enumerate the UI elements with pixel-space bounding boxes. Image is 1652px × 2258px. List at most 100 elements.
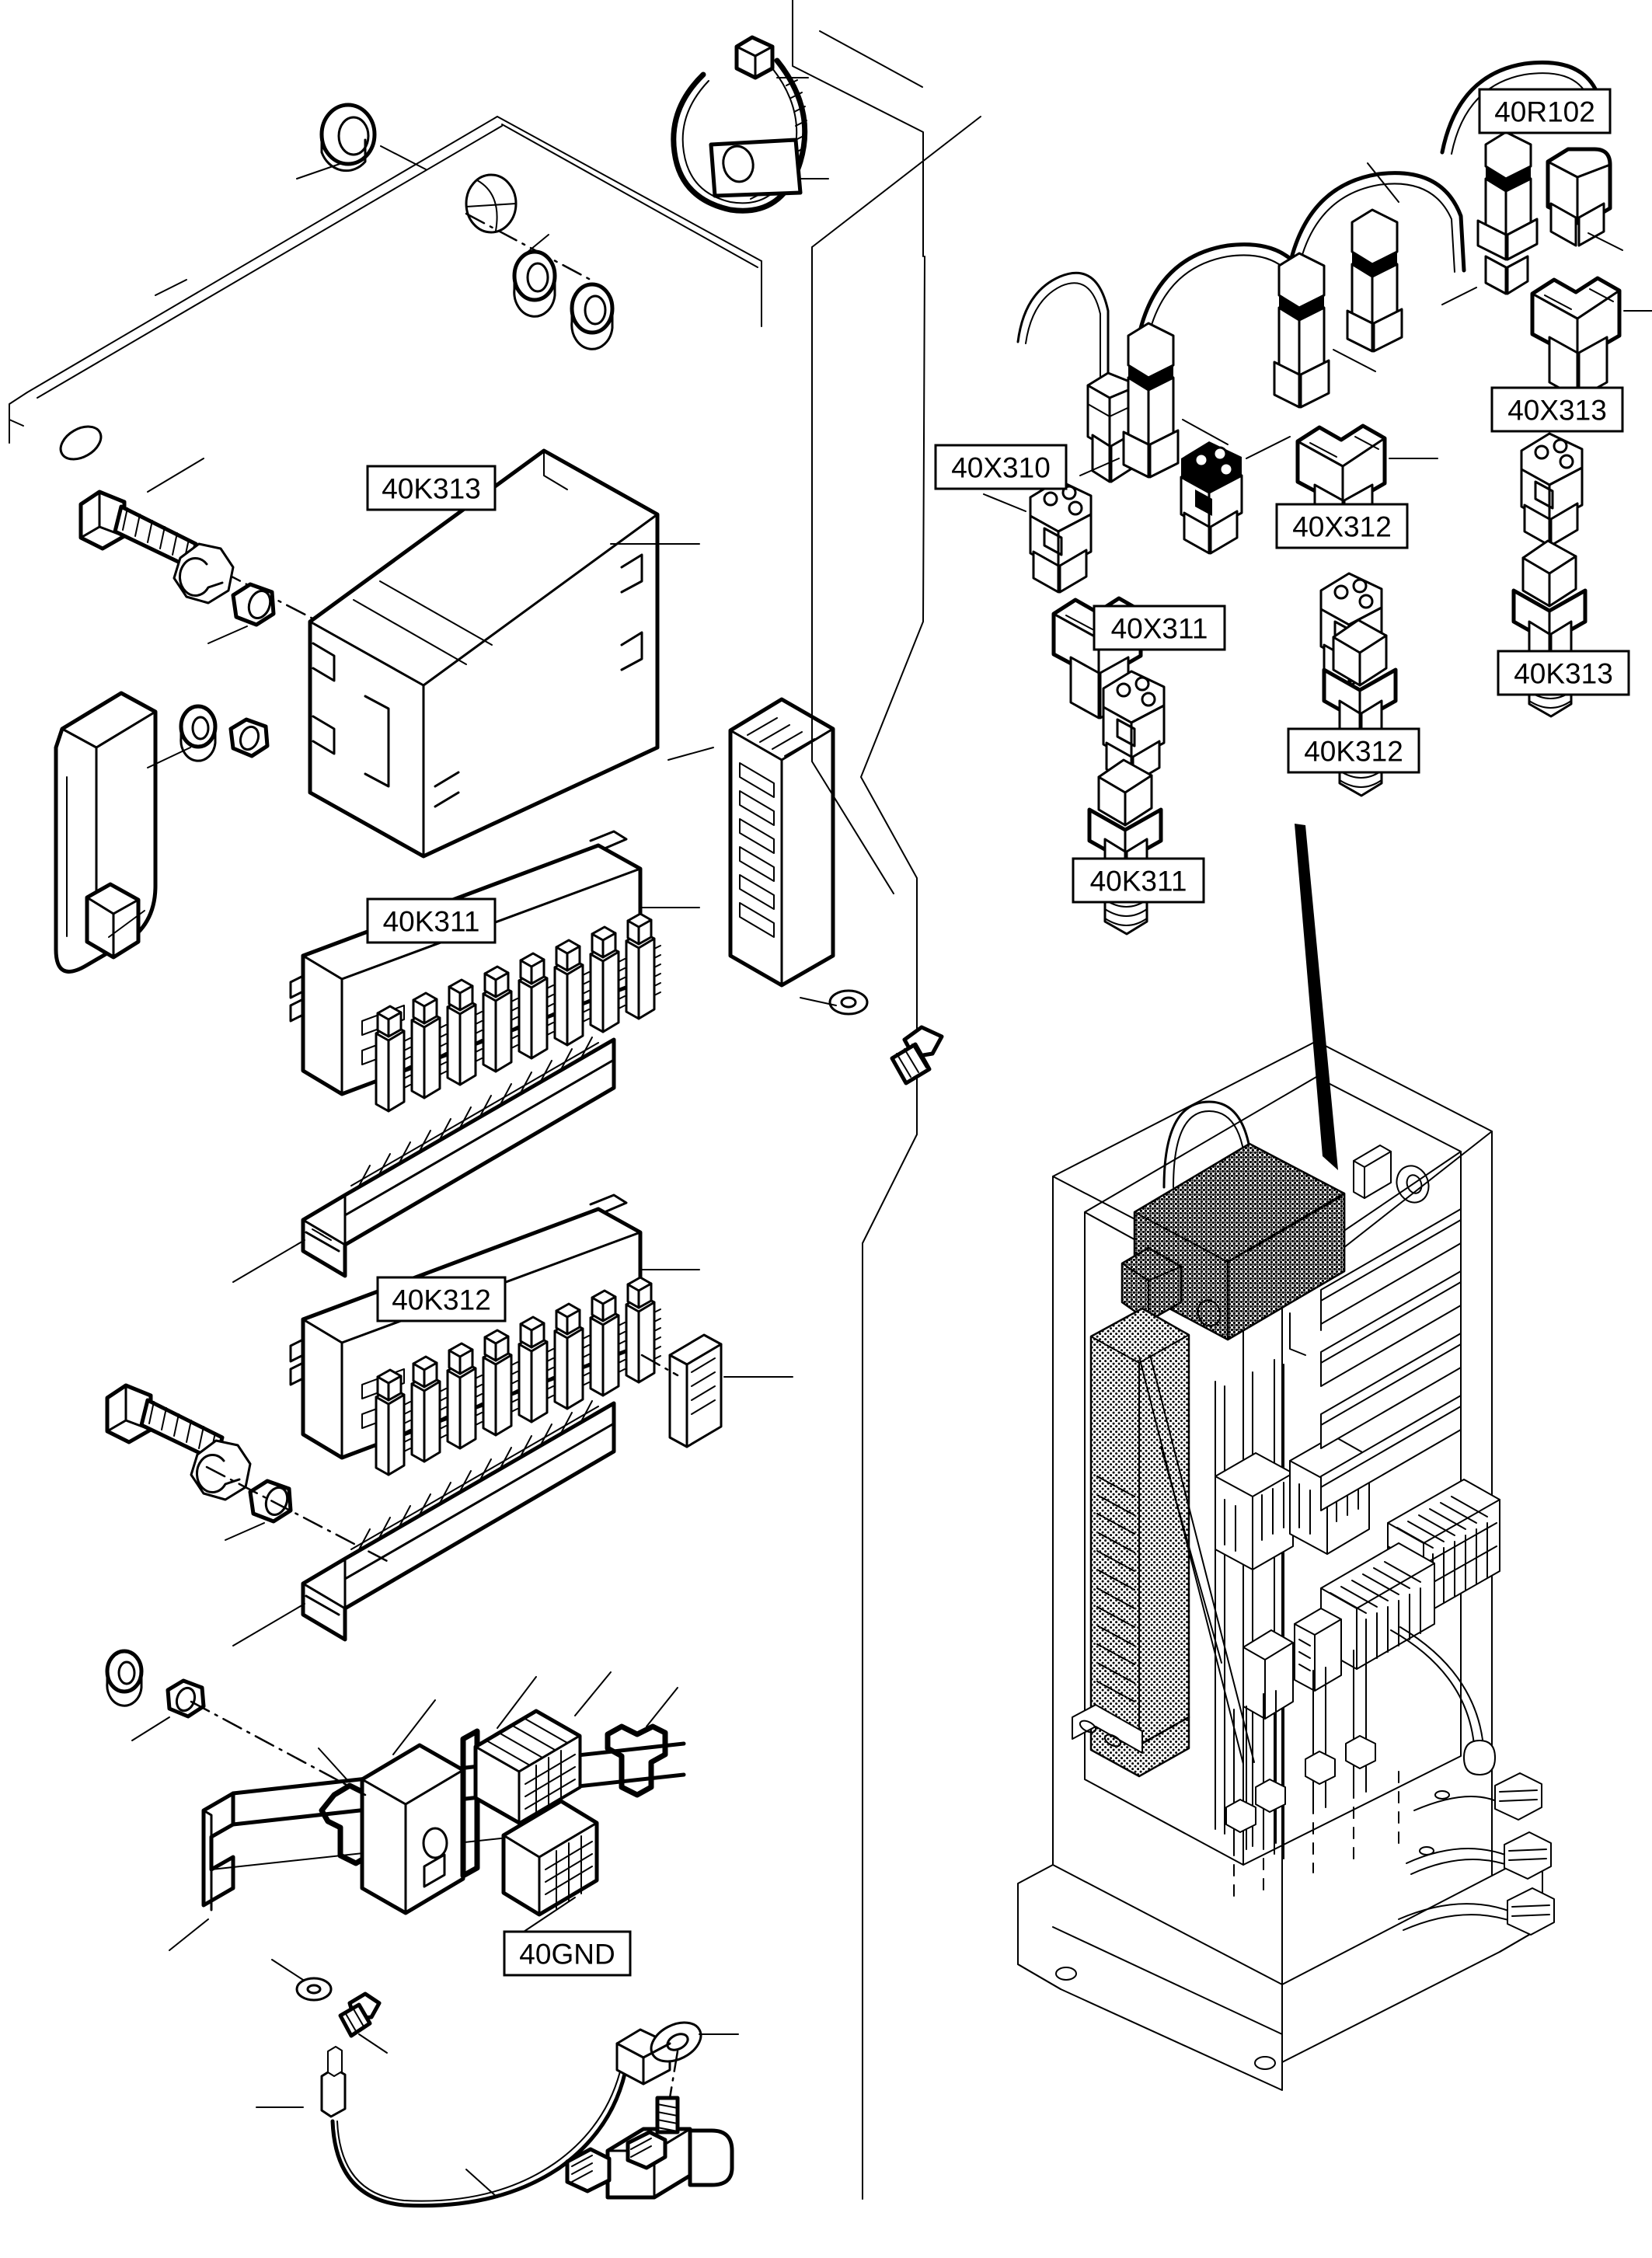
connector-round-2 bbox=[1273, 252, 1330, 409]
connector-round-1 bbox=[1122, 322, 1180, 479]
leader-line bbox=[1079, 458, 1120, 476]
fuse-holder bbox=[589, 1289, 626, 1397]
contact-pin-40k311 bbox=[1087, 758, 1163, 936]
ground-cable-ring-lug bbox=[320, 2021, 702, 2208]
contact-carrier-d bbox=[1520, 432, 1584, 547]
label-text: 40X313 bbox=[1507, 395, 1607, 427]
mounting-plate-panel bbox=[9, 116, 762, 444]
internal-rails bbox=[1215, 1359, 1284, 1859]
cable-conduit-sleeve bbox=[54, 691, 158, 974]
leader-line bbox=[521, 234, 549, 257]
leader-line bbox=[497, 1676, 537, 1729]
label-text: 40K312 bbox=[392, 1284, 491, 1316]
callout-40k312-left[interactable]: 40K312 bbox=[376, 1276, 507, 1322]
transformer-module bbox=[1121, 1142, 1346, 1356]
leader-line bbox=[1246, 436, 1291, 459]
fuse-holder bbox=[446, 978, 483, 1086]
mount-detail bbox=[1197, 1145, 1430, 1327]
leader-line bbox=[232, 1603, 305, 1646]
callout-40x311[interactable]: 40X311 bbox=[1093, 605, 1226, 651]
contact-carrier-b bbox=[1029, 479, 1093, 594]
callout-40x310[interactable]: 40X310 bbox=[934, 444, 1068, 490]
terminal-modules-mid bbox=[1242, 1608, 1342, 1720]
terminal-strip-bank bbox=[1320, 1479, 1500, 1670]
sheet-divider bbox=[792, 0, 981, 2200]
flat-washer-duct bbox=[828, 989, 869, 1016]
leader-line bbox=[518, 1897, 576, 1936]
terminal-block-40k311 bbox=[289, 830, 661, 1113]
callout-40k311-right[interactable]: 40K311 bbox=[1072, 857, 1205, 904]
label-text: 40K311 bbox=[383, 906, 480, 938]
leader-line bbox=[232, 1239, 305, 1283]
fuse-holder bbox=[446, 1342, 483, 1450]
ground-stud-block bbox=[565, 2096, 734, 2200]
callout-40k312-right[interactable]: 40K312 bbox=[1287, 727, 1420, 774]
label-box bbox=[1287, 727, 1420, 774]
label-box bbox=[1275, 503, 1409, 549]
label-box bbox=[366, 465, 497, 511]
connector-40r102 bbox=[1476, 131, 1539, 295]
leader-line bbox=[392, 1699, 436, 1755]
fuse-holder bbox=[553, 1302, 590, 1410]
ground-terminal-stack bbox=[201, 1709, 686, 1917]
terminal-clip-2 bbox=[460, 1728, 480, 1879]
label-box bbox=[1072, 857, 1205, 904]
connector-boot-40x313-top bbox=[1530, 276, 1622, 399]
leader-line bbox=[1441, 287, 1477, 305]
fuse-holder bbox=[553, 939, 590, 1047]
label-box bbox=[366, 897, 497, 944]
assembly-axis bbox=[205, 1465, 390, 1563]
internal-wire-ducts bbox=[1320, 1208, 1462, 1511]
label-text: 40X312 bbox=[1292, 511, 1392, 543]
leader-line bbox=[318, 1748, 349, 1782]
leader-line bbox=[108, 910, 145, 938]
label-text: 40X310 bbox=[951, 452, 1051, 484]
leader-line bbox=[983, 493, 1026, 512]
gnd-module-body bbox=[360, 1743, 465, 1915]
label-text: 40R102 bbox=[1494, 96, 1595, 128]
label-box bbox=[1093, 605, 1226, 651]
fuse-holder bbox=[410, 991, 447, 1099]
leader-line bbox=[1182, 419, 1229, 445]
label-box bbox=[503, 1930, 632, 1977]
assembly-axis bbox=[190, 1700, 367, 1796]
leader-line bbox=[131, 1716, 170, 1741]
leader-line bbox=[147, 458, 204, 493]
label-box bbox=[934, 444, 1068, 490]
callout-40k313-right[interactable]: 40K313 bbox=[1497, 650, 1630, 696]
terminal-block-stack-2 bbox=[501, 1799, 599, 1917]
leader-line bbox=[465, 2169, 498, 2198]
callout-40x312[interactable]: 40X312 bbox=[1275, 503, 1409, 549]
assembly-axis bbox=[668, 2050, 679, 2099]
label-text: 40K311 bbox=[1090, 866, 1187, 897]
callout-40x313[interactable]: 40X313 bbox=[1490, 386, 1624, 433]
flat-washer-mid bbox=[179, 704, 218, 762]
fuse-holder bbox=[410, 1355, 447, 1463]
callout-40gnd[interactable]: 40GND bbox=[503, 1930, 632, 1977]
leader-line bbox=[800, 997, 837, 1006]
fuse-holder bbox=[518, 952, 554, 1060]
leader-line bbox=[169, 1918, 209, 1951]
callout-40k311-left[interactable]: 40K311 bbox=[366, 897, 497, 944]
cable-assembly-2 bbox=[1288, 171, 1466, 273]
fuse-holder bbox=[589, 925, 626, 1033]
wire-duct-horizontal-lower bbox=[301, 1400, 616, 1642]
connector-boot-40r102 bbox=[1546, 147, 1612, 247]
label-text: 40X311 bbox=[1111, 613, 1208, 645]
internal-wire-runs bbox=[1138, 1354, 1255, 1765]
fuse-holder bbox=[375, 1368, 411, 1476]
wire-duct-vertical-right bbox=[728, 697, 835, 988]
grommet-small-upper bbox=[512, 249, 557, 318]
callout-40k313-left[interactable]: 40K313 bbox=[366, 465, 497, 511]
label-box bbox=[1478, 88, 1612, 134]
terminal-clip-3 bbox=[605, 1723, 668, 1798]
leader-line bbox=[380, 145, 427, 170]
relay-bank bbox=[1215, 1435, 1370, 1570]
callout-40r102[interactable]: 40R102 bbox=[1478, 88, 1612, 134]
hex-bolt-upper bbox=[78, 490, 198, 570]
cabinet-assembly bbox=[1017, 1040, 1555, 2091]
flat-washer-gnd bbox=[295, 1977, 333, 2002]
cable-glands bbox=[1225, 1646, 1399, 1897]
leader-line bbox=[358, 2033, 388, 2054]
